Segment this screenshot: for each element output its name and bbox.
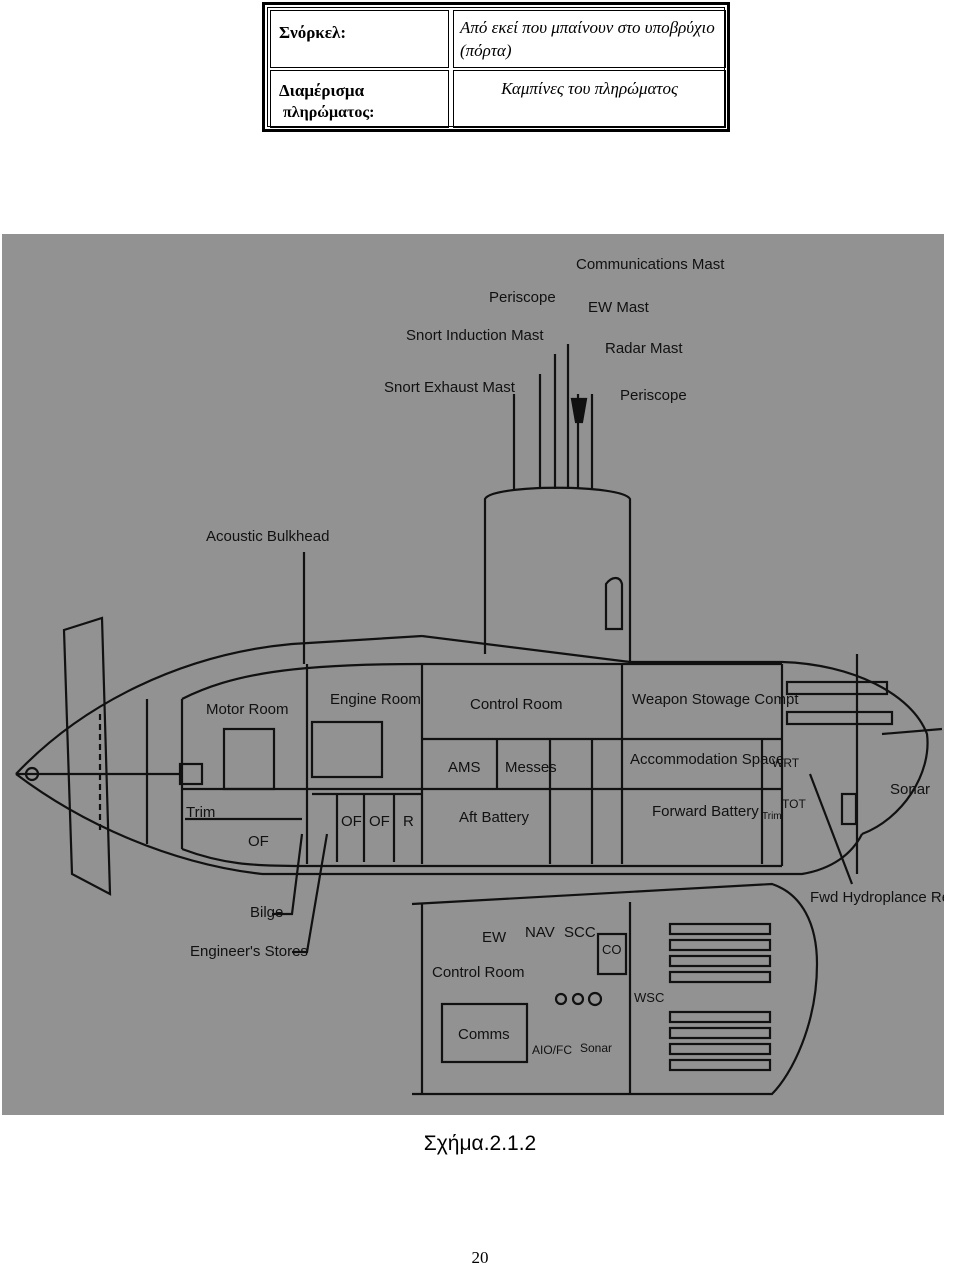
label-periscope-aft: Periscope (489, 289, 556, 306)
plan-outline (411, 882, 819, 1096)
label-radar-mast: Radar Mast (605, 340, 683, 357)
pointer-hydroplane (808, 773, 854, 885)
sonar-divider (881, 727, 943, 736)
sail-fitting (604, 576, 624, 631)
propeller-hub (24, 766, 40, 782)
comms-box (440, 1002, 529, 1064)
label-accommodation-space: Accommodation Space (630, 751, 784, 768)
label-plan-sonar: Sonar (580, 1041, 612, 1055)
console-3 (587, 991, 603, 1007)
shaft-coupling (178, 762, 204, 786)
label-engineers-stores: Engineer's Stores (190, 943, 308, 960)
torpedo-tube-1 (785, 680, 889, 696)
sail (483, 486, 632, 662)
definition-snorkel-line-1: Από εκεί που μπαίνουν στο υποβρύχιο (460, 18, 715, 37)
label-acoustic-bulkhead: Acoustic Bulkhead (206, 528, 329, 545)
label-ams: AMS (448, 759, 481, 776)
label-messes: Messes (505, 759, 557, 776)
label-control-room: Control Room (470, 696, 563, 713)
hull-drawing (15, 344, 943, 1096)
rudder (62, 616, 112, 896)
label-trim-aft: Trim (186, 804, 215, 821)
label-of-2: OF (369, 813, 390, 830)
definition-crew-quarters: Καμπίνες του πληρώματος (501, 79, 678, 98)
pressure-hull-bottom (181, 847, 782, 868)
label-snort-induction-mast: Snort Induction Mast (406, 327, 544, 344)
term-cell-snorkel: Σνόρκελ: (270, 10, 449, 68)
plan-labels: EW NAV SCC CO Control Room WSC Comms AIO… (432, 924, 664, 1057)
hull-lower-aft (15, 773, 263, 876)
label-plan-scc: SCC (564, 924, 596, 941)
label-plan-nav: NAV (525, 924, 555, 941)
pointer-bilge (272, 833, 304, 916)
label-of-aft: OF (248, 833, 269, 850)
term-snorkel: Σνόρκελ: (279, 23, 347, 42)
submarine-diagram: Communications Mast Periscope EW Mast Sn… (2, 234, 944, 1115)
label-communications-mast: Communications Mast (576, 256, 725, 273)
label-sonar: Sonar (890, 781, 930, 798)
hull-upper-aft (15, 634, 423, 775)
torpedo-rack-upper (668, 922, 772, 984)
label-tot: TOT (782, 797, 806, 811)
page-number: 20 (471, 1248, 489, 1267)
figure-caption: Σχήμα.2.1.2 (423, 1132, 537, 1155)
console-1 (554, 992, 568, 1006)
sonar-box (840, 792, 858, 826)
engine-block (310, 720, 384, 779)
motor-block (222, 727, 276, 791)
label-plan-wsc: WSC (634, 990, 664, 1005)
definition-snorkel-line-2: (πόρτα) (460, 41, 512, 60)
label-plan-ew: EW (482, 929, 507, 946)
label-ew-mast: EW Mast (588, 299, 650, 316)
label-forward-battery: Forward Battery (652, 803, 759, 820)
mast-labels: Communications Mast Periscope EW Mast Sn… (384, 256, 725, 404)
label-plan-comms: Comms (458, 1026, 510, 1043)
hull-upper-fwd (421, 634, 929, 836)
label-snort-exhaust-mast: Snort Exhaust Mast (384, 379, 516, 396)
definition-cell-crew-quarters: Καμπίνες του πληρώματος (453, 70, 726, 128)
label-periscope-fwd: Periscope (620, 387, 687, 404)
label-trim-fwd: Trim (762, 811, 782, 822)
label-wrt: WRT (772, 756, 800, 770)
torpedo-tube-2 (785, 710, 894, 726)
pointer-engineers-stores (292, 833, 329, 954)
term-crew-quarters-line-2: πληρώματος: (283, 104, 375, 121)
hull-lower (262, 833, 863, 876)
label-of-1: OF (341, 813, 362, 830)
hull-labels: Acoustic Bulkhead Motor Room Engine Room… (186, 528, 944, 960)
label-plan-aio-fc: AIO/FC (532, 1043, 572, 1057)
console-2 (571, 992, 585, 1006)
pressure-hull-top (181, 662, 782, 700)
term-cell-crew-quarters: Διαμέρισμα πληρώματος: (270, 70, 449, 128)
co-box (596, 932, 628, 976)
label-motor-room: Motor Room (206, 701, 289, 718)
ew-mast-head (570, 397, 588, 424)
label-bilge: Bilge (250, 904, 283, 921)
torpedo-rack-lower (668, 1010, 772, 1072)
label-weapon-stowage: Weapon Stowage Compt (632, 691, 799, 708)
term-crew-quarters-line-1: Διαμέρισμα (279, 81, 365, 100)
label-aft-battery: Aft Battery (459, 809, 530, 826)
label-fwd-hydroplane-recess: Fwd Hydroplance Recess (810, 889, 944, 906)
label-engine-room: Engine Room (330, 691, 421, 708)
label-r: R (403, 813, 414, 830)
definitions-table-inner: Σνόρκελ: Από εκεί που μπαίνουν στο υποβρ… (267, 7, 726, 128)
submarine-svg: Communications Mast Periscope EW Mast Sn… (15, 256, 944, 1096)
definition-cell-snorkel: Από εκεί που μπαίνουν στο υποβρύχιο (πόρ… (453, 10, 726, 68)
label-plan-control-room: Control Room (432, 964, 525, 981)
label-plan-co: CO (602, 942, 622, 957)
definitions-table: Σνόρκελ: Από εκεί που μπαίνουν στο υποβρ… (262, 2, 730, 132)
